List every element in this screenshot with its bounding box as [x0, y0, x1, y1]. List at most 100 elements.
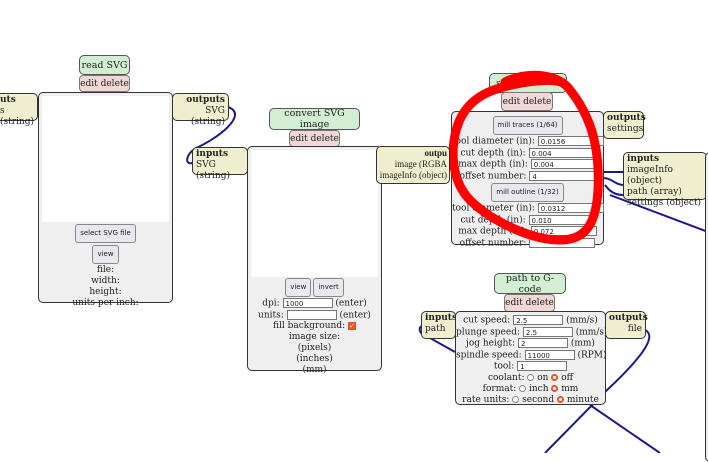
gcode-edit-delete[interactable]: edit delete — [504, 294, 555, 312]
unit: (mm/s) — [566, 315, 598, 326]
rate-second-radio[interactable] — [512, 395, 520, 403]
cut-depth-label: cut depth (in): — [460, 148, 526, 158]
mill-outline-button[interactable]: mill outline (1/32) — [491, 183, 564, 202]
outputs-type: SVG (string) — [191, 106, 225, 127]
tool-input[interactable]: 1 — [517, 361, 568, 371]
outputs-label: outputs — [609, 313, 648, 323]
outline-offset-input[interactable] — [529, 237, 596, 248]
width-label: width: — [91, 276, 120, 286]
outputs-type: imageInfo (object) — [379, 170, 447, 180]
coolant-off-radio[interactable] — [551, 373, 559, 381]
rate-units-label: rate units: — [462, 394, 510, 405]
inputs-label: inputs — [425, 313, 458, 323]
dpi-label: dpi: — [262, 298, 280, 309]
unit: (RPM) — [577, 350, 607, 360]
unit: (mm) — [570, 338, 595, 349]
outline-tool-diameter-input[interactable]: 0.0312 — [537, 203, 604, 213]
image-size-label: image size: — [288, 332, 341, 342]
jog-height-label: jog height: — [466, 338, 516, 349]
height-label: height: — [89, 287, 122, 297]
pixels-label: (pixels) — [297, 343, 332, 353]
set-pcb-edit-delete[interactable]: edit delete — [501, 92, 553, 111]
outputs-label: outputs — [186, 95, 225, 105]
units-input[interactable] — [286, 309, 337, 320]
svg-preview — [42, 96, 169, 222]
read-svg-body: select SVG file view file: width: height… — [38, 92, 173, 308]
set-pcb-body: mill traces (1/64) tool diameter (in): 0… — [451, 111, 604, 248]
inputs-type: SVG (string) — [196, 160, 230, 181]
wire — [602, 171, 708, 233]
image-preview — [251, 150, 378, 277]
off-label: off — [561, 372, 574, 383]
outline-cut-depth-input[interactable]: 0.010 — [528, 214, 595, 225]
traces-offset-input[interactable]: 4 — [529, 170, 596, 181]
fill-background-label: fill background: — [273, 321, 346, 331]
inputs-label: uts — [0, 95, 16, 105]
format-mm-radio[interactable] — [551, 384, 559, 392]
convert-svg-title: convert SVG image — [269, 108, 360, 130]
mm-label: (mm) — [302, 365, 327, 375]
cut-speed-label: cut speed: — [463, 315, 511, 326]
view-button[interactable]: view — [285, 278, 312, 297]
enter-label: (enter) — [335, 298, 367, 309]
tool-label: tool: — [493, 361, 515, 372]
outputs-type: image (RGBA — [394, 159, 447, 169]
cut-depth-label: cut depth (in): — [460, 215, 526, 225]
rate-minute-radio[interactable] — [556, 395, 564, 403]
cut-speed-input[interactable]: 2.5 — [513, 315, 564, 325]
set-pcb-title: set — [489, 73, 567, 93]
plunge-speed-input[interactable]: 2.5 — [522, 326, 573, 337]
outputs-type: file — [627, 324, 642, 334]
spindle-speed-input[interactable]: 11000 — [524, 349, 575, 360]
wire — [589, 404, 661, 453]
coolant-label: coolant: — [487, 372, 525, 383]
jog-height-input[interactable]: 2 — [517, 338, 568, 348]
enter-label: (enter) — [339, 310, 371, 320]
read-svg-edit-delete[interactable]: edit delete — [79, 75, 130, 92]
select-svg-file-button[interactable]: select SVG file — [75, 224, 136, 243]
spindle-speed-label: spindle speed: — [456, 350, 522, 360]
max-depth-label: max depth (in): — [458, 159, 528, 170]
dpi-input[interactable]: 1000 — [282, 298, 333, 308]
inputs-type: path (array) — [627, 187, 682, 197]
mm-label: mm — [561, 383, 579, 394]
units-label: units: — [258, 310, 284, 320]
mill-traces-button[interactable]: mill traces (1/64) — [492, 116, 563, 135]
traces-tool-diameter-input[interactable]: 0.0156 — [537, 136, 604, 146]
traces-max-depth-input[interactable]: 0.004 — [530, 159, 597, 169]
wire — [544, 329, 651, 453]
format-label: format: — [482, 383, 517, 394]
view-button[interactable]: view — [92, 245, 119, 264]
inputs-type: s (string) — [0, 106, 34, 127]
max-depth-label: max depth (in): — [458, 226, 528, 237]
coolant-on-radio[interactable] — [527, 373, 535, 381]
units-label: units per inch: — [72, 298, 139, 308]
gcode-title: path to G-code — [494, 273, 566, 295]
fill-background-checkbox[interactable]: ✓ — [348, 321, 356, 330]
inputs-label: inputs — [196, 149, 229, 159]
invert-button[interactable]: invert — [313, 278, 344, 297]
inputs-type: path — [425, 324, 446, 334]
inputs-type: settings (object) — [627, 198, 702, 208]
inputs-label: inputs — [627, 154, 660, 164]
second-label: second — [522, 394, 555, 405]
convert-svg-edit-delete[interactable]: edit delete — [289, 130, 340, 147]
tool-diameter-label: tool diameter (in): — [452, 136, 535, 147]
traces-cut-depth-input[interactable]: 0.004 — [528, 147, 595, 158]
outline-max-depth-input[interactable]: 0.072 — [530, 226, 597, 236]
outputs-label: outpu — [424, 148, 447, 158]
outputs-type: settings — [607, 124, 644, 134]
format-inch-radio[interactable] — [519, 384, 527, 392]
file-label: file: — [96, 265, 115, 275]
plunge-speed-label: plunge speed: — [456, 327, 521, 337]
read-svg-title: read SVG — [79, 55, 130, 75]
